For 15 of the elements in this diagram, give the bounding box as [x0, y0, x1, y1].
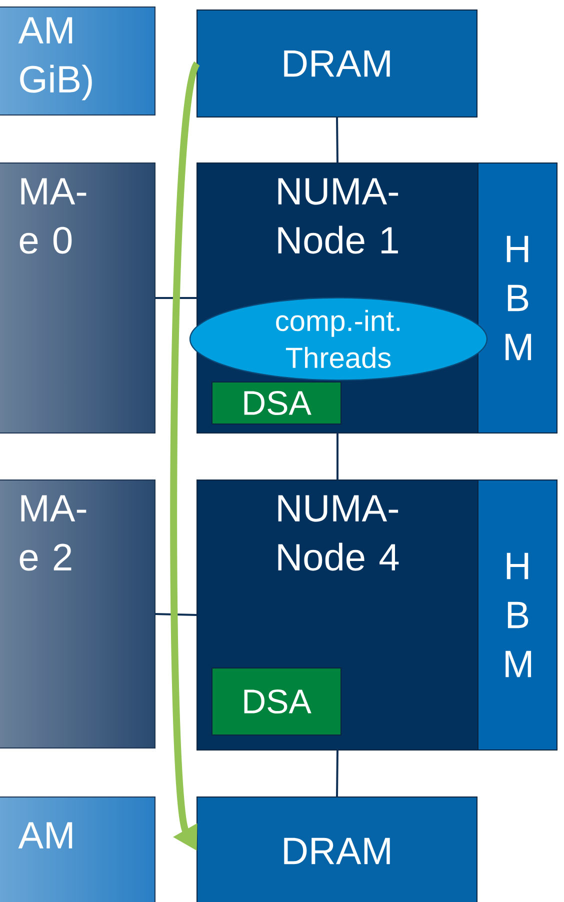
hbm-box: H B M: [478, 162, 558, 434]
dsa-box: DSA: [212, 382, 342, 424]
memory-box: AM: [0, 796, 156, 902]
hbm-box: H B M: [478, 480, 558, 750]
numa-node-box: MA- e 2: [0, 480, 156, 748]
connector-line: [155, 297, 197, 299]
memory-box: AM GiB): [0, 6, 156, 116]
connector-line: [336, 117, 338, 164]
dsa-box: DSA: [212, 668, 342, 736]
connector-line: [336, 433, 338, 480]
connector-line: [154, 613, 198, 616]
numa-node-box: MA- e 0: [0, 162, 156, 434]
connector-line: [336, 750, 338, 798]
memory-box: DRAM: [196, 796, 478, 902]
memory-box: DRAM: [196, 10, 478, 118]
